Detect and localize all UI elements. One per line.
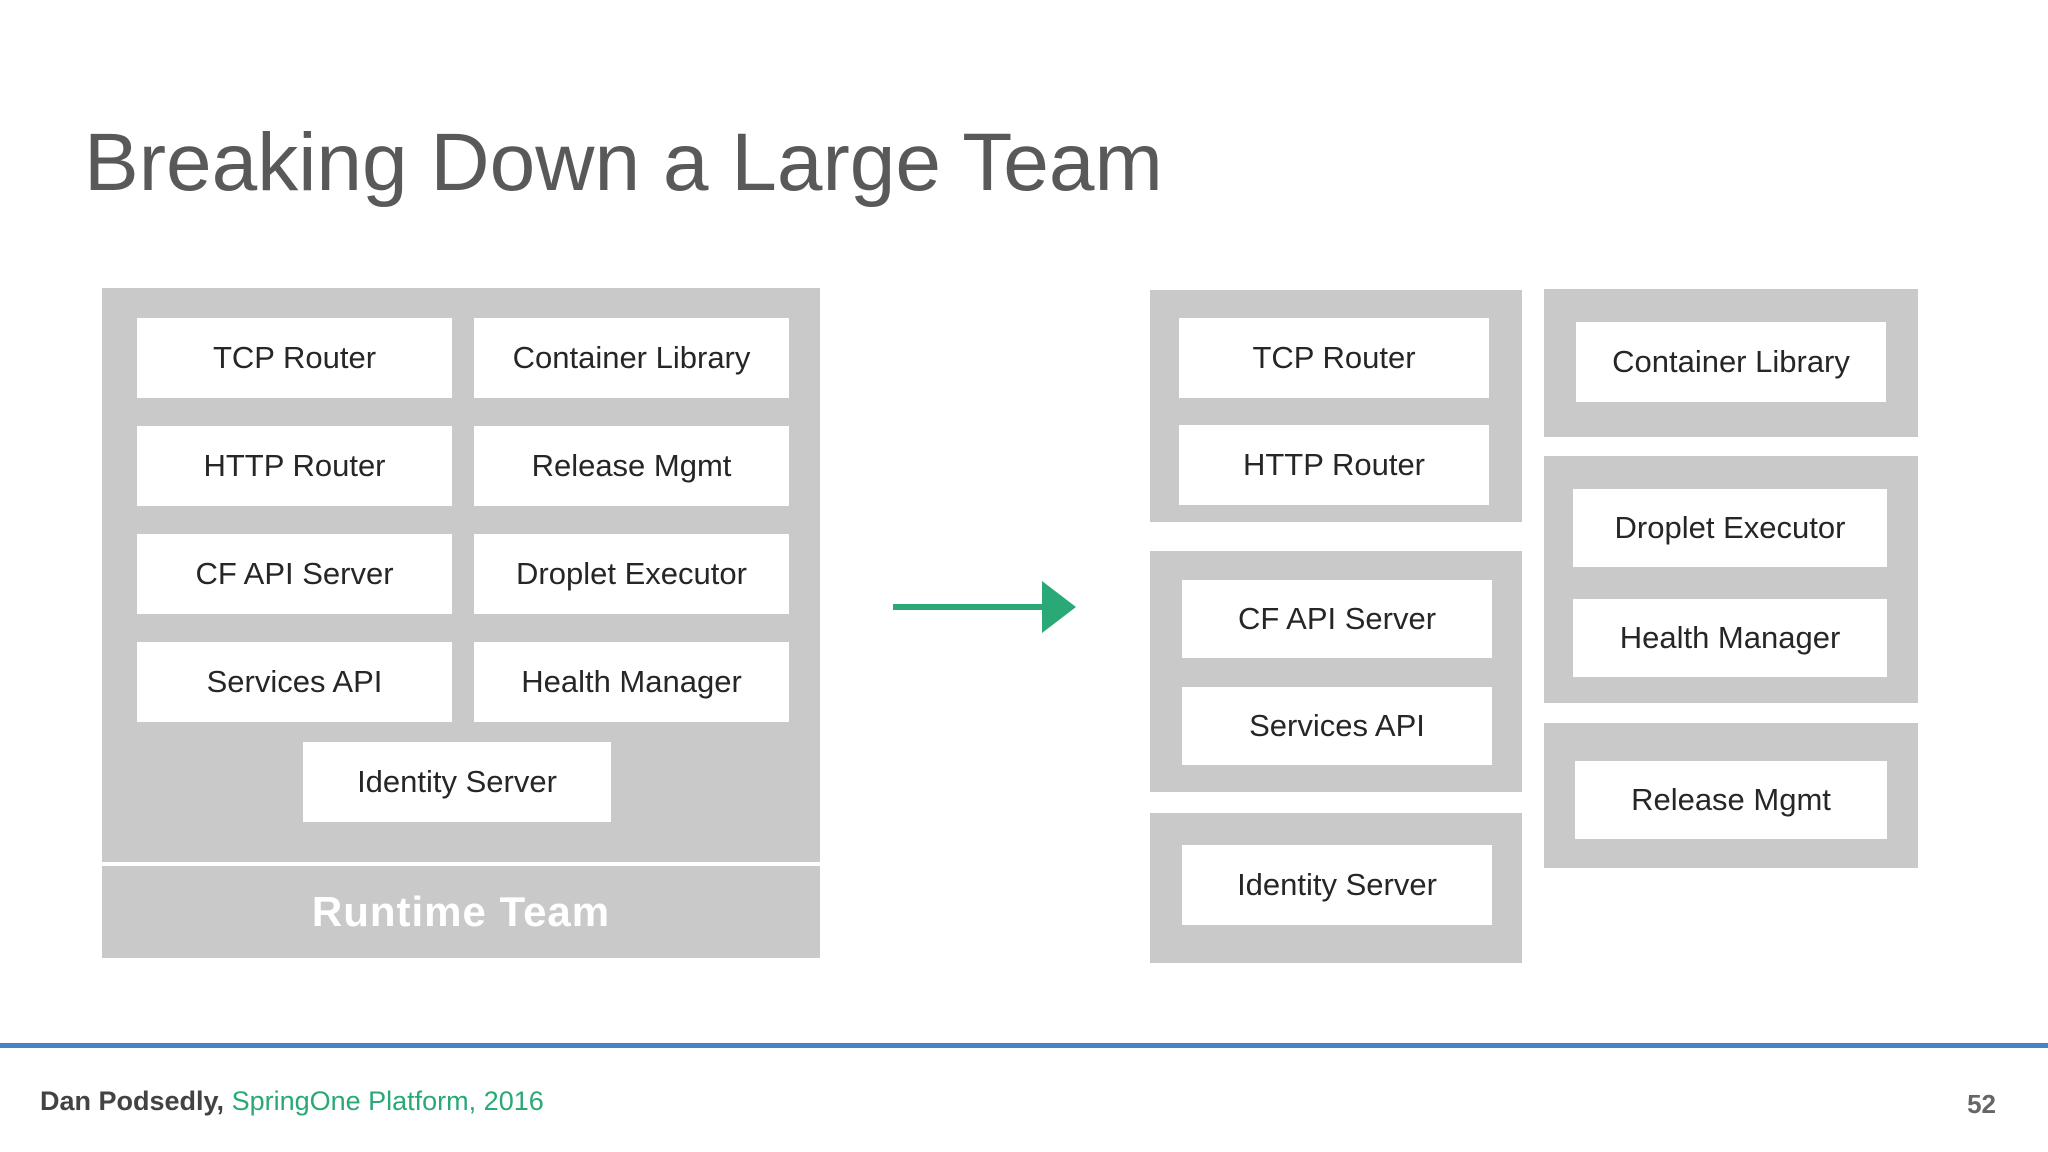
runtime-team-group: TCP Router Container Library HTTP Router… <box>102 288 820 958</box>
bottom-rule <box>0 1043 2048 1048</box>
execution-group: Droplet Executor Health Manager <box>1544 456 1918 703</box>
identity-group: Identity Server <box>1150 813 1522 963</box>
component-cell-release-mgmt: Release Mgmt <box>1575 761 1887 839</box>
routing-group: TCP Router HTTP Router <box>1150 290 1522 522</box>
component-cell-services-api: Services API <box>137 642 452 722</box>
component-cell-droplet-executor: Droplet Executor <box>1573 489 1887 567</box>
footer-event: SpringOne Platform, 2016 <box>231 1086 544 1116</box>
component-cell-cf-api-server: CF API Server <box>1182 580 1492 658</box>
component-cell-container-library: Container Library <box>1576 322 1886 402</box>
component-cell-droplet-executor: Droplet Executor <box>474 534 789 614</box>
component-cell-services-api: Services API <box>1182 687 1492 765</box>
page-title: Breaking Down a Large Team <box>84 117 1163 208</box>
component-cell-identity-server: Identity Server <box>1182 845 1492 925</box>
footer-author: Dan Podsedly, <box>40 1086 225 1116</box>
component-cell-health-manager: Health Manager <box>1573 599 1887 677</box>
page-number: 52 <box>1967 1089 1996 1119</box>
component-cell-cf-api-server: CF API Server <box>137 534 452 614</box>
component-cell-identity-server: Identity Server <box>303 742 611 822</box>
component-cell-tcp-router: TCP Router <box>137 318 452 398</box>
component-cell-release-mgmt: Release Mgmt <box>474 426 789 506</box>
team-label-divider <box>102 862 820 866</box>
api-group: CF API Server Services API <box>1150 551 1522 792</box>
team-label: Runtime Team <box>311 888 611 935</box>
right-arrow-icon <box>893 581 1076 633</box>
release-group: Release Mgmt <box>1544 723 1918 868</box>
component-cell-http-router: HTTP Router <box>1179 425 1489 505</box>
footer: Dan Podsedly, SpringOne Platform, 2016 <box>40 1086 544 1117</box>
component-cell-container-library: Container Library <box>474 318 789 398</box>
container-group: Container Library <box>1544 289 1918 437</box>
component-cell-tcp-router: TCP Router <box>1179 318 1489 398</box>
component-cell-health-manager: Health Manager <box>474 642 789 722</box>
component-cell-http-router: HTTP Router <box>137 426 452 506</box>
